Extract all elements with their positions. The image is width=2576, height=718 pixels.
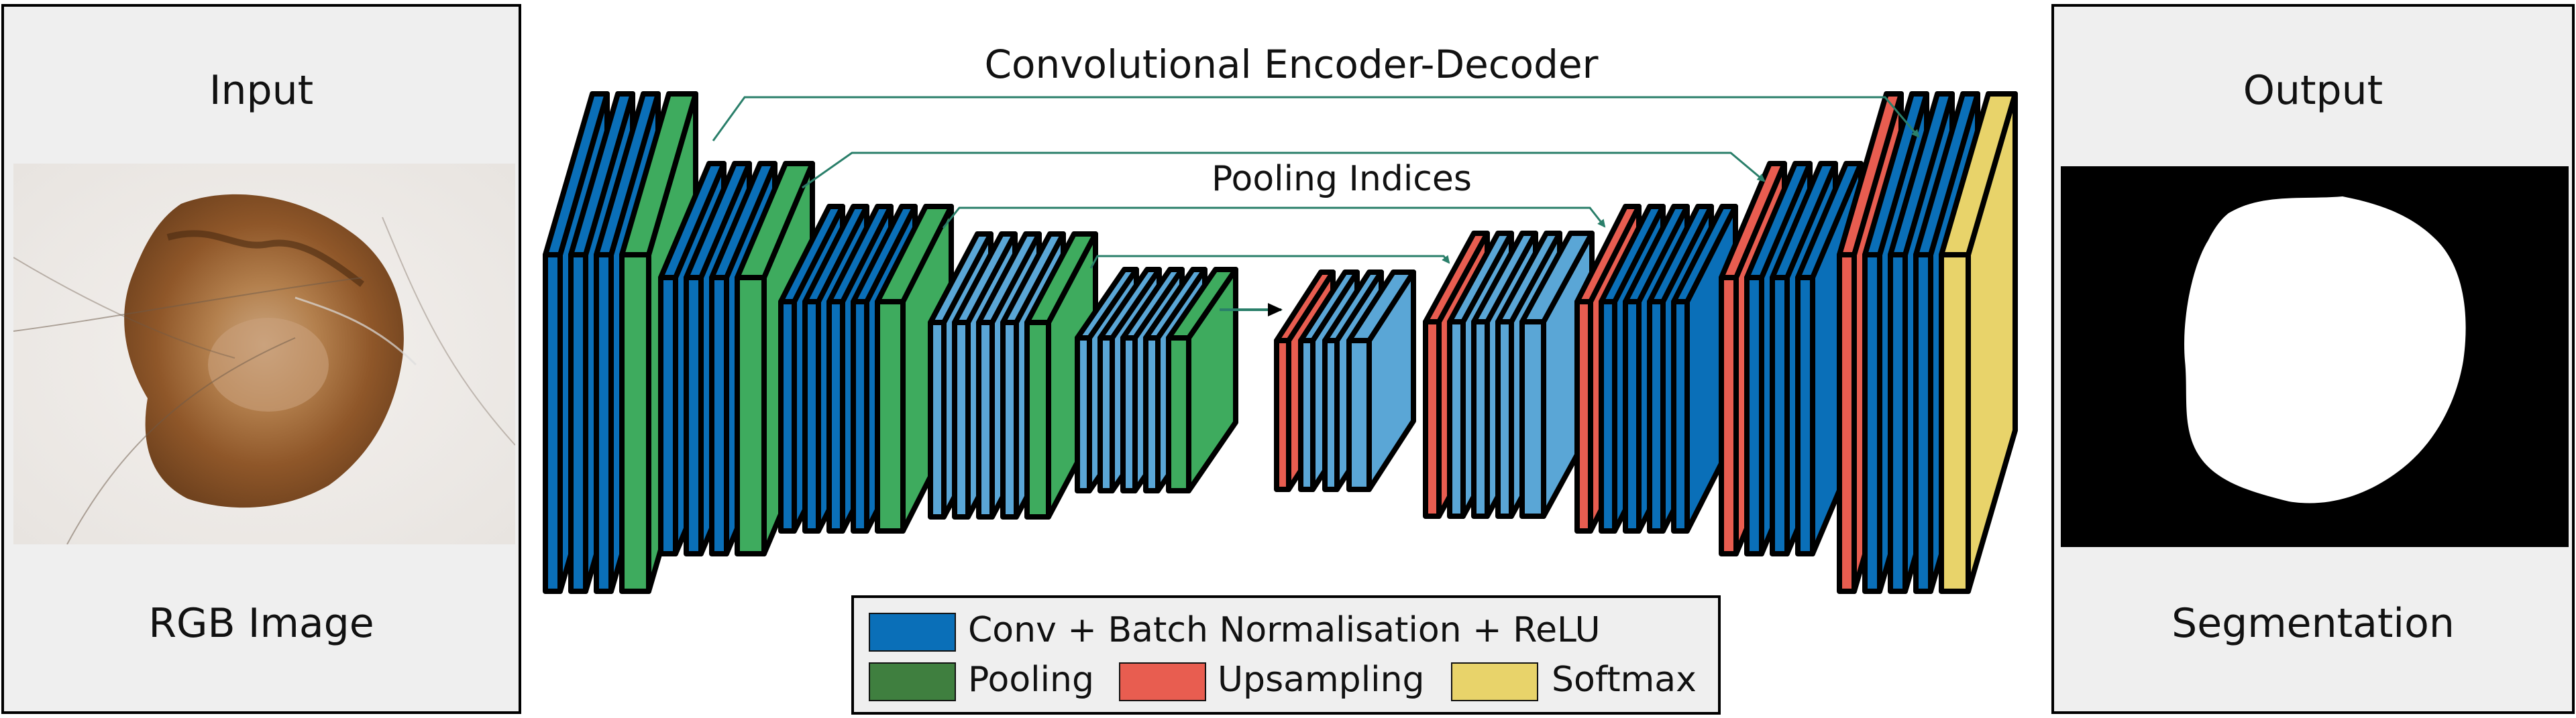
output-panel: Output Segmentation [2051,4,2575,714]
skin-lesion-image [13,164,515,544]
output-image [2061,166,2569,547]
legend-swatch-conv [869,613,956,652]
output-title: Output [2243,67,2383,114]
legend-swatch-upsampling [1119,662,1206,701]
network-title: Convolutional Encoder-Decoder [984,42,1599,87]
input-caption: RGB Image [148,600,374,647]
skip-connection-arrow-1 [712,96,1920,141]
legend-label-softmax: Softmax [1552,660,1697,700]
legend-swatch-pooling [869,662,956,701]
block-6-layer-4 [1346,270,1416,492]
legend-swatch-softmax [1451,662,1538,701]
input-image [13,164,515,544]
legend-label-pooling: Pooling [968,660,1094,700]
block-10-layer-5 [1939,91,2018,594]
skip-connection-arrow-3 [942,206,1606,229]
pooling-indices-label: Pooling Indices [1212,159,1472,199]
skip-connection-arrow-2 [802,152,1766,189]
legend: Conv + Batch Normalisation + ReLU Poolin… [851,595,1721,715]
input-panel: Input [1,4,521,714]
block-5-layer-5 [1166,267,1238,493]
input-title: Input [209,67,314,114]
output-caption: Segmentation [2171,600,2455,647]
legend-label-conv: Conv + Batch Normalisation + ReLU [968,610,1601,650]
legend-label-upsampling: Upsampling [1218,660,1425,700]
skip-connection-arrow-4 [1089,255,1450,269]
segmentation-mask-image [2061,166,2569,547]
